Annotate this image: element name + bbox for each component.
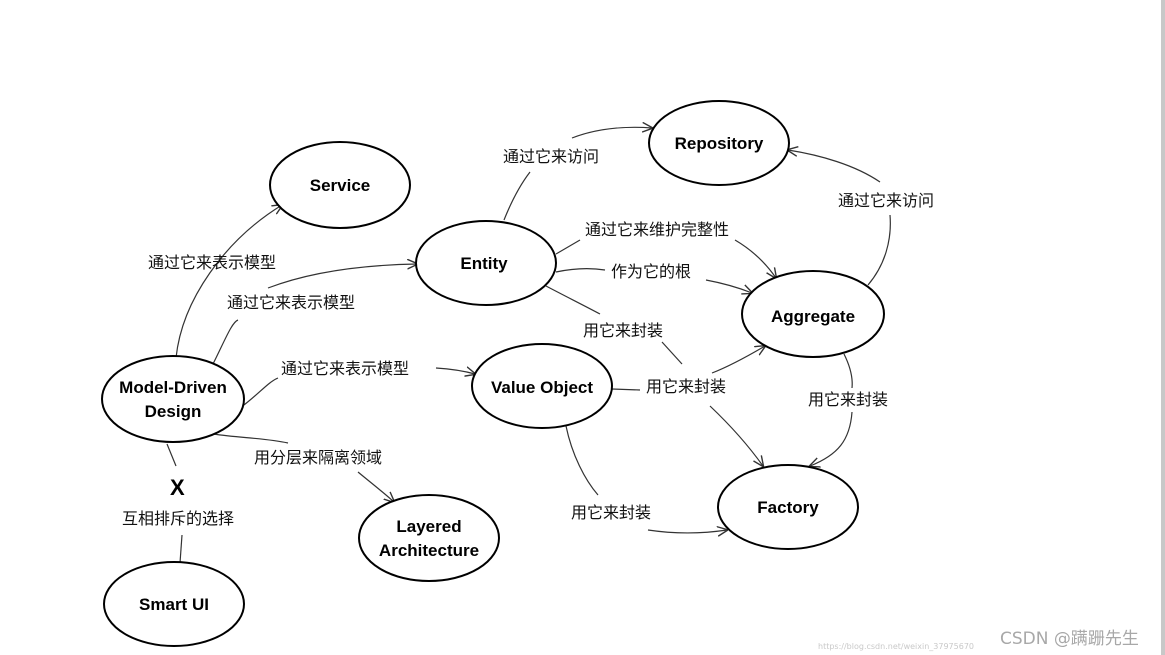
edge-label-mdd-service: 通过它来表示模型 — [148, 253, 276, 272]
node-label-aggregate: Aggregate — [771, 307, 855, 326]
edge-mdd-value-object: 通过它来表示模型 — [239, 359, 475, 409]
node-label-factory: Factory — [757, 498, 819, 517]
right-border — [1161, 0, 1165, 655]
edge-label-mdd-value-object: 通过它来表示模型 — [281, 359, 409, 378]
node-service: Service — [269, 141, 411, 229]
edge-entity-factory: 用它来封装 — [545, 285, 763, 466]
node-label-value-object: Value Object — [491, 378, 593, 397]
node-label-smart-ui: Smart UI — [139, 595, 209, 614]
edge-mdd-smart-ui: X 互相排斥的选择 — [122, 443, 234, 564]
edge-label-aggregate-repository: 通过它来访问 — [838, 191, 934, 210]
watermark-csdn: CSDN @蹒跚先生 — [1000, 629, 1139, 649]
node-value-object: Value Object — [471, 343, 613, 429]
edge-mdd-service: 通过它来表示模型 — [148, 205, 282, 359]
edge-label-aggregate-factory: 用它来封装 — [808, 390, 888, 409]
node-aggregate: Aggregate — [741, 270, 885, 358]
edge-aggregate-factory: 用它来封装 — [808, 353, 888, 466]
edge-label-entity-factory: 用它来封装 — [583, 321, 663, 340]
node-factory: Factory — [717, 464, 859, 550]
node-label-repository: Repository — [675, 134, 764, 153]
edge-entity-aggregate-root: 作为它的根 — [555, 262, 752, 293]
node-layered-architecture: Layered Architecture — [358, 494, 500, 582]
node-label-layered-line2: Architecture — [379, 541, 479, 560]
edge-aggregate-repository: 通过它来访问 — [788, 150, 934, 286]
edge-label-entity-repository: 通过它来访问 — [503, 147, 599, 166]
node-repository: Repository — [648, 100, 790, 186]
node-entity: Entity — [415, 220, 557, 306]
edge-label-mdd-layered: 用分层来隔离领域 — [254, 448, 382, 467]
edge-label-value-object-aggregate: 用它来封装 — [646, 377, 726, 396]
node-model-driven-design: Model-Driven Design — [101, 355, 245, 443]
edge-mdd-entity: 通过它来表示模型 — [212, 264, 417, 365]
edge-entity-repository: 通过它来访问 — [503, 127, 652, 221]
edge-label-entity-aggregate-integrity: 通过它来维护完整性 — [585, 220, 729, 239]
node-label-layered-line1: Layered — [396, 517, 461, 536]
node-label-service: Service — [310, 176, 371, 195]
edge-value-object-factory: 用它来封装 — [565, 425, 727, 533]
watermark-url: https://blog.csdn.net/weixin_37975670 — [818, 642, 975, 651]
edge-label-mdd-entity: 通过它来表示模型 — [227, 293, 355, 312]
edge-entity-aggregate-integrity: 通过它来维护完整性 — [555, 220, 776, 278]
edge-label-entity-aggregate-root: 作为它的根 — [611, 262, 691, 281]
exclusive-x-mark: X — [170, 475, 185, 500]
node-label-mdd-line2: Design — [145, 402, 202, 421]
edge-label-value-object-factory: 用它来封装 — [571, 503, 651, 522]
node-smart-ui: Smart UI — [103, 561, 245, 647]
node-label-mdd-line1: Model-Driven — [119, 378, 227, 397]
edge-value-object-aggregate: 用它来封装 — [611, 346, 765, 396]
node-label-entity: Entity — [460, 254, 508, 273]
edge-mdd-layered: 用分层来隔离领域 — [212, 433, 394, 502]
edge-label-mdd-smart-ui: 互相排斥的选择 — [122, 509, 234, 528]
